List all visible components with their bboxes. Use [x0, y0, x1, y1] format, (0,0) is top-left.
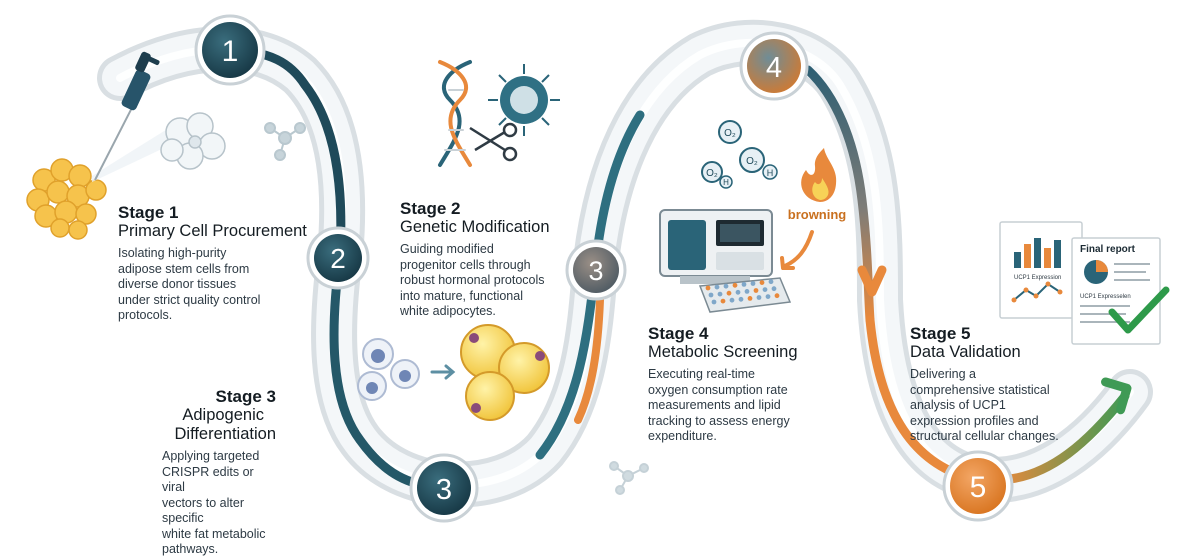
- flow-line-orange: [574, 296, 604, 424]
- badge-number: 3: [588, 256, 603, 286]
- plate-well: [738, 296, 744, 302]
- plate-well: [732, 282, 738, 288]
- plate-well: [735, 289, 741, 295]
- plate-well: [711, 299, 717, 305]
- plate-well: [768, 279, 774, 285]
- plate-well: [708, 292, 714, 298]
- stage-subtitle: Data Validation: [910, 343, 1021, 361]
- plate-well: [747, 296, 753, 301]
- plate-well: [720, 298, 726, 304]
- mature-adipocytes-icon: [460, 324, 550, 421]
- badge-stage-5: 5: [942, 450, 1014, 522]
- plate-well: [774, 293, 780, 299]
- badge-stage-3-secondary: 3: [565, 239, 627, 301]
- scissors-icon: [469, 122, 518, 162]
- progenitor-cells-icon: [357, 338, 420, 401]
- stage-subtitle-line: Adipogenic: [182, 406, 264, 424]
- o2-molecules-icon: O₂ O₂ O₂ H H: [701, 120, 778, 189]
- stage-title: Stage 5: [910, 324, 971, 343]
- plate-well: [705, 285, 711, 291]
- badge-stage-1: 1: [194, 14, 266, 86]
- stem-cell-cluster-icon: [160, 112, 226, 170]
- stage-4-text: Stage 4 Metabolic Screening Executing re…: [648, 324, 838, 445]
- plate-well: [741, 282, 747, 287]
- badge-number: 3: [436, 474, 452, 506]
- svg-text:H: H: [723, 178, 729, 187]
- dna-icon: [438, 60, 472, 167]
- stage-title: Stage 3: [215, 387, 276, 406]
- virus-icon: [488, 64, 560, 136]
- stage-subtitle-line: Differentiation: [174, 425, 276, 443]
- browning-label: browning: [788, 207, 847, 222]
- report-title: Final report: [1080, 244, 1136, 255]
- stage-subtitle: Primary Cell Procurement: [118, 222, 307, 240]
- plate-well: [750, 281, 756, 286]
- flame-icon: [801, 148, 837, 202]
- arrow-right-icon: [430, 364, 456, 380]
- flow-arrow-end: [1101, 377, 1132, 415]
- plate-well: [729, 297, 735, 303]
- svg-text:O₂: O₂: [706, 168, 718, 179]
- badge-number: 2: [330, 243, 346, 274]
- plate-well: [762, 287, 768, 292]
- plate-well: [756, 295, 762, 300]
- plate-well: [723, 283, 729, 289]
- metabolic-analyser-icon: [659, 209, 773, 284]
- plate-well: [771, 286, 777, 292]
- stage-title: Stage 1: [118, 203, 179, 222]
- molecule-icon: [264, 122, 306, 161]
- stage-title: Stage 2: [400, 199, 461, 218]
- svg-text:O₂: O₂: [724, 128, 736, 139]
- stage-1-text: Stage 1 Primary Cell Procurement Isolati…: [118, 203, 328, 324]
- molecule-icon-small: [609, 461, 649, 495]
- svg-text:O₂: O₂: [746, 156, 758, 167]
- plate-well: [744, 289, 750, 294]
- svg-text:UCP1 Expression: UCP1 Expression: [1014, 275, 1061, 281]
- plate-well: [765, 294, 771, 299]
- stage-title: Stage 4: [648, 324, 709, 343]
- badge-number: 4: [766, 52, 782, 84]
- stage-subtitle: Genetic Modification: [400, 218, 550, 236]
- flow-arrow-down: [857, 265, 887, 297]
- badge-stage-2: 2: [306, 226, 370, 290]
- plate-well: [717, 291, 723, 297]
- checkmark-icon: [1108, 286, 1170, 334]
- pipette-icon: [94, 51, 160, 181]
- arrow-curve-icon: [783, 230, 814, 268]
- svg-text:H: H: [767, 168, 774, 178]
- plate-well: [753, 288, 759, 293]
- stage-3-text: Stage 3 Adipogenic Differentiation Apply…: [110, 387, 276, 558]
- plate-well: [759, 280, 765, 285]
- badge-stage-4: 4: [739, 31, 809, 101]
- adipose-cluster-illustration: [26, 118, 185, 240]
- plate-well: [714, 284, 720, 290]
- badge-number: 5: [970, 471, 987, 504]
- plate-well: [726, 290, 732, 296]
- svg-text:UCP1 Expresselen: UCP1 Expresselen: [1080, 294, 1131, 300]
- badge-stage-3: 3: [409, 453, 479, 523]
- badge-number: 1: [222, 35, 239, 68]
- well-plate-icon: [698, 277, 792, 313]
- stage-subtitle: Metabolic Screening: [648, 343, 798, 361]
- stage-2-text: Stage 2 Genetic Modification Guiding mod…: [400, 199, 600, 320]
